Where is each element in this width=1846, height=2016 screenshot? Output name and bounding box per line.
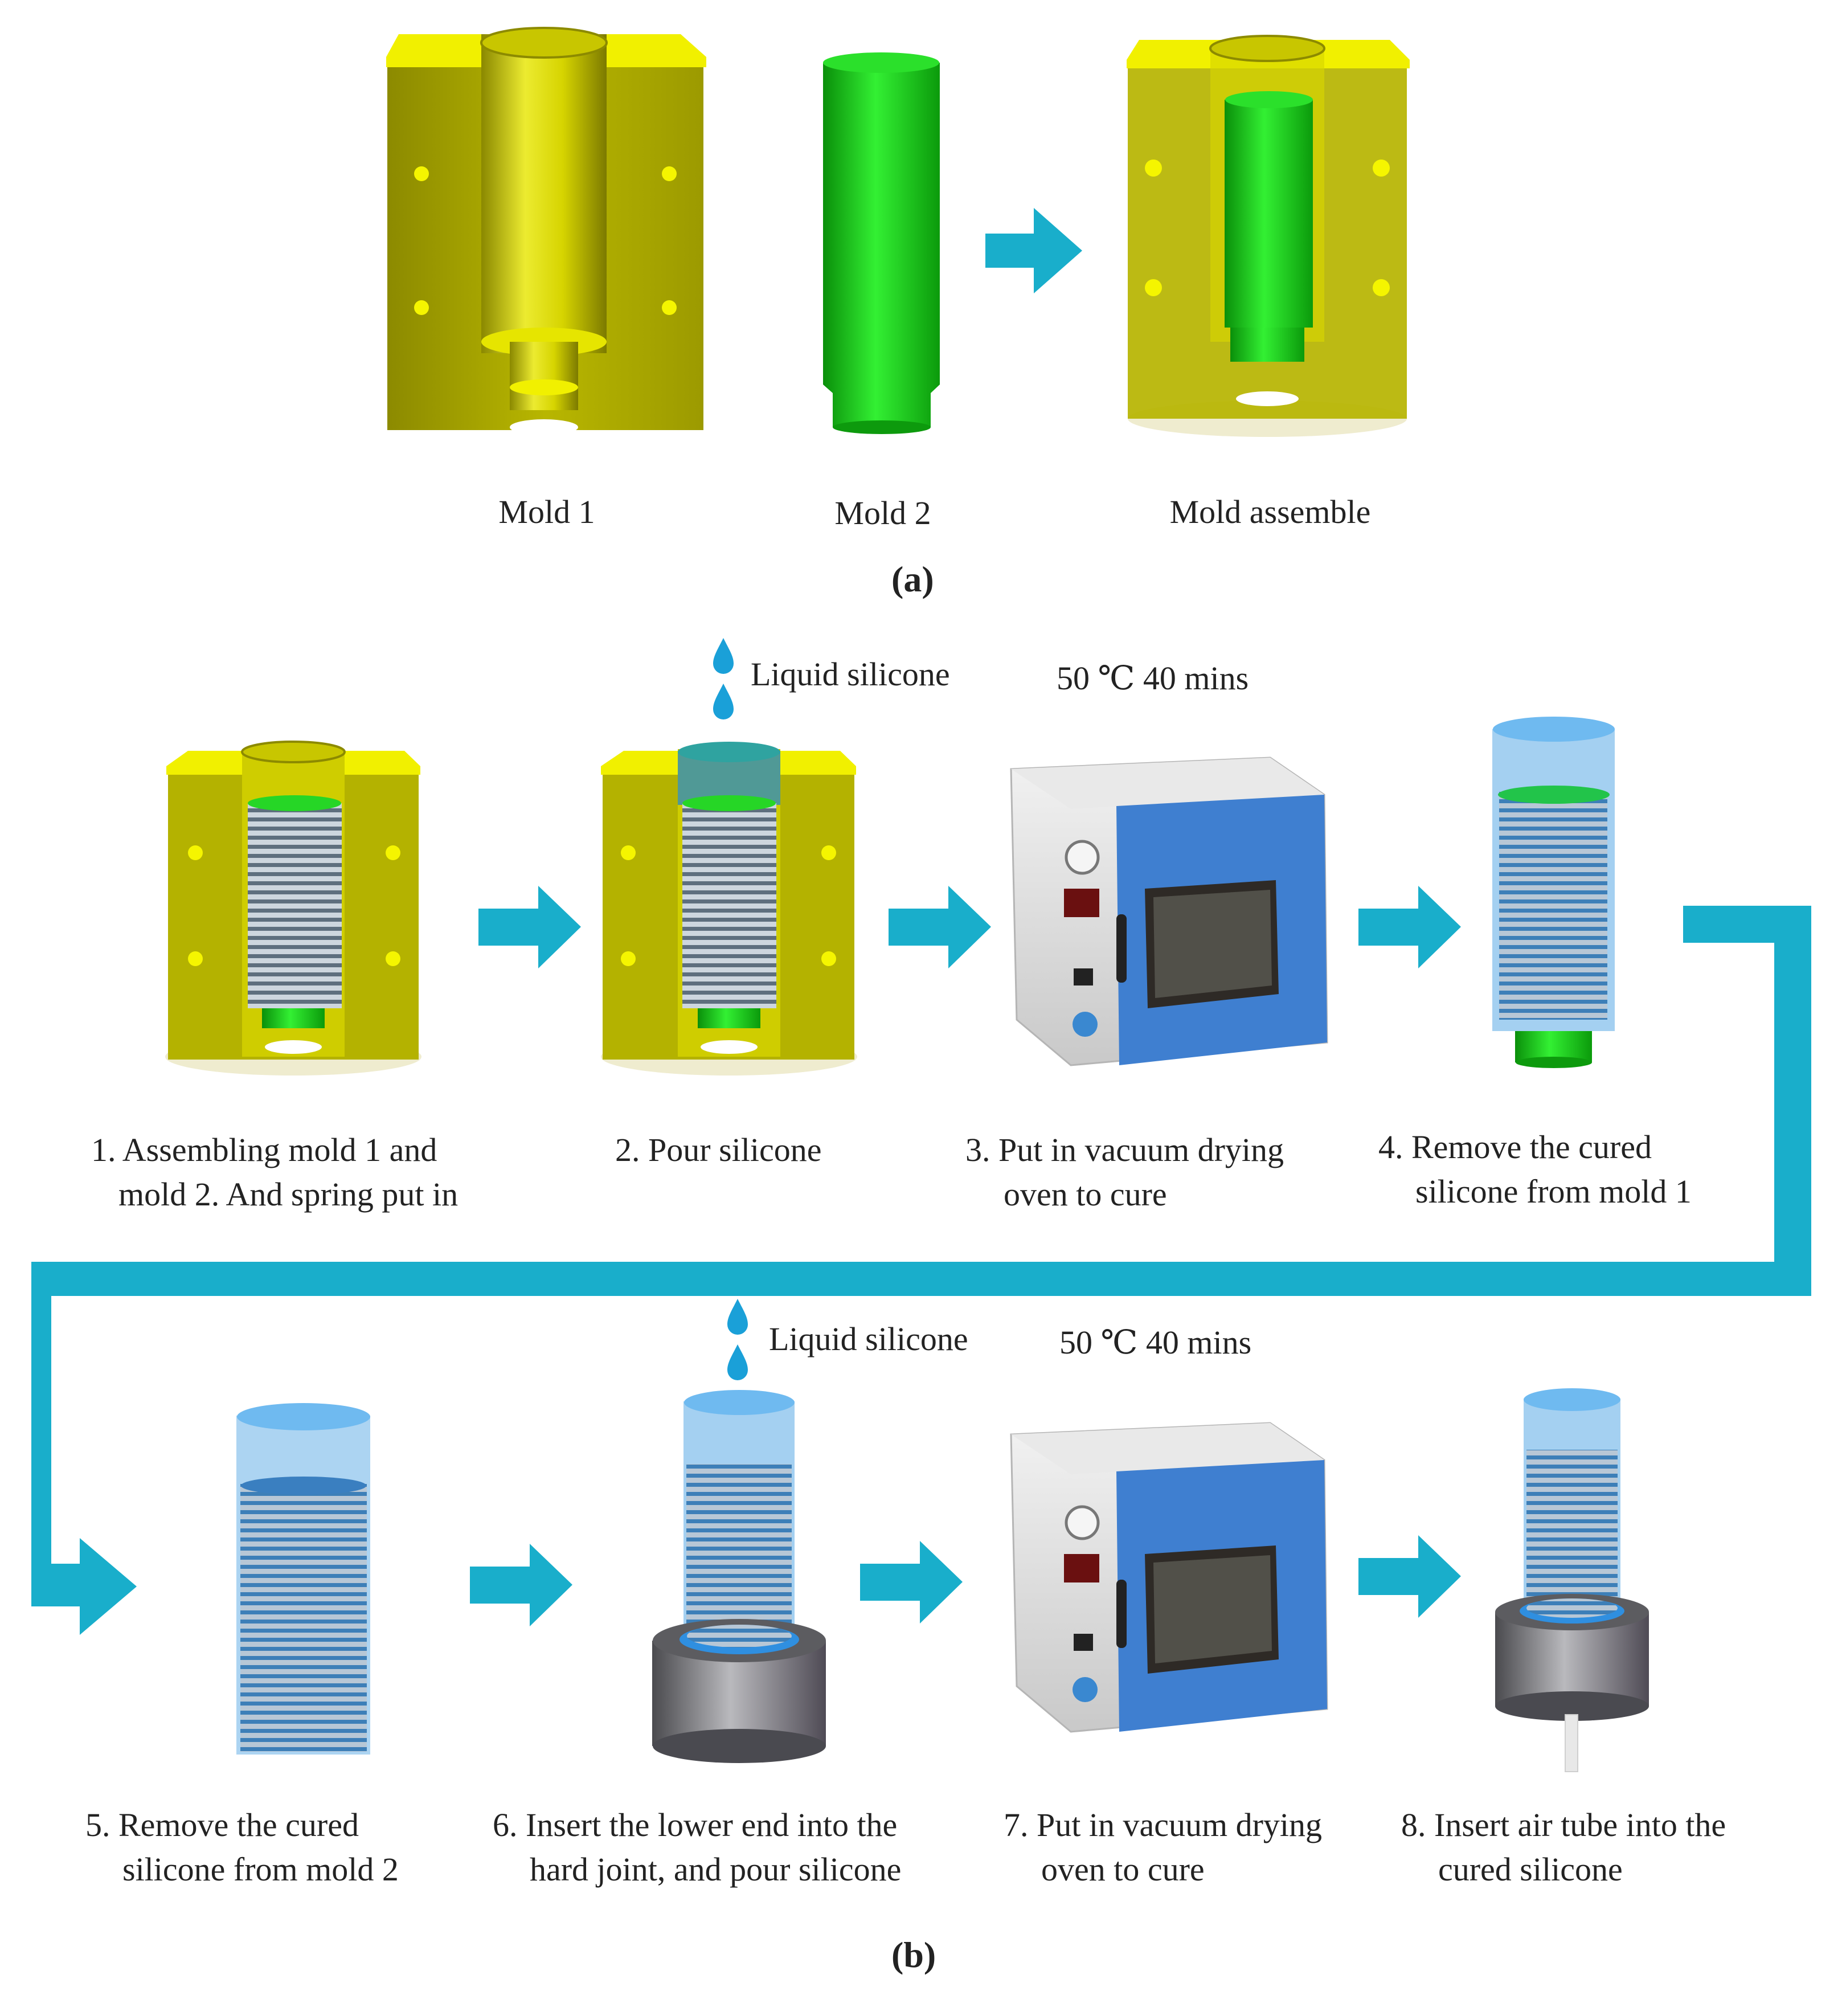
- arrow-3-4: [1358, 886, 1461, 968]
- label-mold-2: Mold 2: [834, 494, 931, 531]
- step-6-insert-joint: [652, 1390, 826, 1763]
- label-mold-1: Mold 1: [498, 493, 595, 530]
- step-3-vacuum-oven: [1010, 756, 1328, 1066]
- annotation-cure-bottom: 50 ℃ 40 mins: [1059, 1324, 1252, 1361]
- arrow-1-2: [478, 886, 581, 968]
- step-3-label-line2: oven to cure: [1004, 1176, 1167, 1213]
- arrow-a: [985, 208, 1082, 293]
- panel-a-letter: a: [903, 559, 922, 599]
- step-3-label-line1: 3. Put in vacuum drying: [965, 1131, 1284, 1168]
- step-4-label-line1: 4. Remove the cured: [1378, 1128, 1652, 1166]
- step-8-label-line2: cured silicone: [1438, 1851, 1623, 1888]
- step-5-label-line1: 5. Remove the cured: [85, 1806, 359, 1843]
- step-7-label-line2: oven to cure: [1041, 1851, 1205, 1888]
- arrow-6-7: [860, 1541, 963, 1624]
- step-7-label-line1: 7. Put in vacuum drying: [1004, 1806, 1323, 1843]
- step-6-label-line1: 6. Insert the lower end into the: [493, 1806, 898, 1843]
- step-2-pour-silicone: [601, 742, 857, 1076]
- mold-assembly-illustration: [1127, 35, 1410, 437]
- step-4-cured-silicone: [1492, 717, 1615, 1068]
- silicone-drop-icon: [727, 1299, 748, 1380]
- step-1-label-line1: 1. Assembling mold 1 and: [91, 1131, 437, 1168]
- silicone-drop-icon: [713, 638, 734, 719]
- step-1-mold-with-spring: [165, 741, 421, 1076]
- connector-arrow: [31, 906, 1811, 1635]
- panel-b-letter: b: [903, 1935, 924, 1975]
- step-5-label-line2: silicone from mold 2: [122, 1851, 399, 1888]
- step-2-label-line1: 2. Pour silicone: [615, 1131, 822, 1168]
- step-4-label-line2: silicone from mold 1: [1415, 1173, 1692, 1210]
- annotation-liquid-silicone-bottom: Liquid silicone: [769, 1320, 968, 1357]
- panel-b-label: (b): [891, 1935, 936, 1975]
- step-5-cured-silicone: [236, 1403, 370, 1755]
- label-mold-assemble: Mold assemble: [1169, 493, 1371, 530]
- annotation-cure-top: 50 ℃ 40 mins: [1057, 660, 1249, 697]
- arrow-2-3: [889, 886, 991, 968]
- arrow-7-8: [1358, 1535, 1461, 1618]
- annotation-liquid-silicone-top: Liquid silicone: [751, 656, 950, 693]
- panel-a-label: (a): [891, 559, 934, 599]
- arrow-5-6: [470, 1544, 572, 1626]
- step-8-air-tube: [1495, 1388, 1649, 1772]
- mold-1-illustration: [386, 27, 706, 435]
- step-7-vacuum-oven: [1010, 1422, 1328, 1733]
- step-8-label-line1: 8. Insert air tube into the: [1401, 1806, 1726, 1843]
- step-1-label-line2: mold 2. And spring put in: [118, 1176, 459, 1213]
- mold-2-illustration: [823, 52, 940, 434]
- step-6-label-line2: hard joint, and pour silicone: [530, 1851, 902, 1888]
